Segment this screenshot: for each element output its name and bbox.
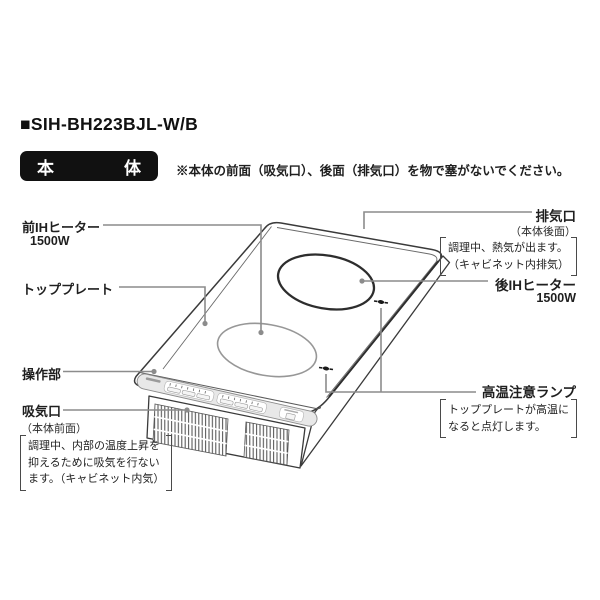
label-front-heater: 前IHヒーター [22,220,101,235]
label-hot-lamp: 高温注意ランプ [481,385,576,400]
leader-lines [63,211,532,411]
panel-buttons [167,386,296,421]
label-rear-heater: 後IHヒーター [495,278,576,293]
label-rear-heater-watt: 1500W [536,291,576,305]
badge-char-2: 体 [124,158,141,178]
note-intake: 調理中、内部の温度上昇を 抑えるために吸気を行ない ます。（キャビネット内気） [20,435,173,492]
caution-note: ※本体の前面（吸気口）、後面（排気口）を物で塞がないでください。 [176,164,570,178]
label-intake-sub: （本体前面） [21,423,87,435]
note-hot-lamp: トッププレートが高温に なると点灯します。 [440,399,577,439]
leader-top-plate [119,286,206,322]
note-intake-line1: 調理中、内部の温度上昇を [28,440,160,452]
leader-exhaust [363,211,532,229]
page-title: ■SIH-BH223BJL-W/B [20,114,199,134]
intake-grille-left [152,403,229,457]
leader-hot-lamp-front [325,374,476,393]
intake-grille-right [243,421,290,466]
panel-right-label [284,408,299,414]
section-badge: 本 体 [20,151,158,181]
note-exhaust-line2: （キャビネット内排気） [448,258,569,271]
leader-dots [151,278,365,413]
note-intake-line3: ます。（キャビネット内気） [28,473,165,486]
note-exhaust: 調理中、熱気が出ます。 （キャビネット内排気） [440,237,577,277]
badge-char-1: 本 [37,158,54,178]
note-hot-lamp-line1: トッププレートが高温に [448,404,569,416]
label-front-heater-watt: 1500W [30,234,70,248]
note-exhaust-line1: 調理中、熱気が出ます。 [448,242,568,254]
label-top-plate: トッププレート [22,282,114,297]
leader-front-heater [103,224,262,331]
note-intake-line2: 抑えるために吸気を行ない [28,456,160,469]
panel-logo [145,377,161,383]
control-panel-strip [136,373,318,427]
plate-edge-band [328,260,440,398]
label-exhaust: 排気口 [535,209,577,224]
note-hot-lamp-line2: なると点灯します。 [448,420,546,433]
panel-indicator-ticks [169,383,259,406]
rear-burner-circle [276,253,376,311]
label-exhaust-sub: （本体後面） [510,226,576,238]
label-intake: 吸気口 [22,404,62,419]
label-control-panel: 操作部 [22,367,62,382]
panel-edge-line [139,372,321,410]
front-burner-circle [216,322,318,378]
top-plate-bevel [162,226,438,398]
